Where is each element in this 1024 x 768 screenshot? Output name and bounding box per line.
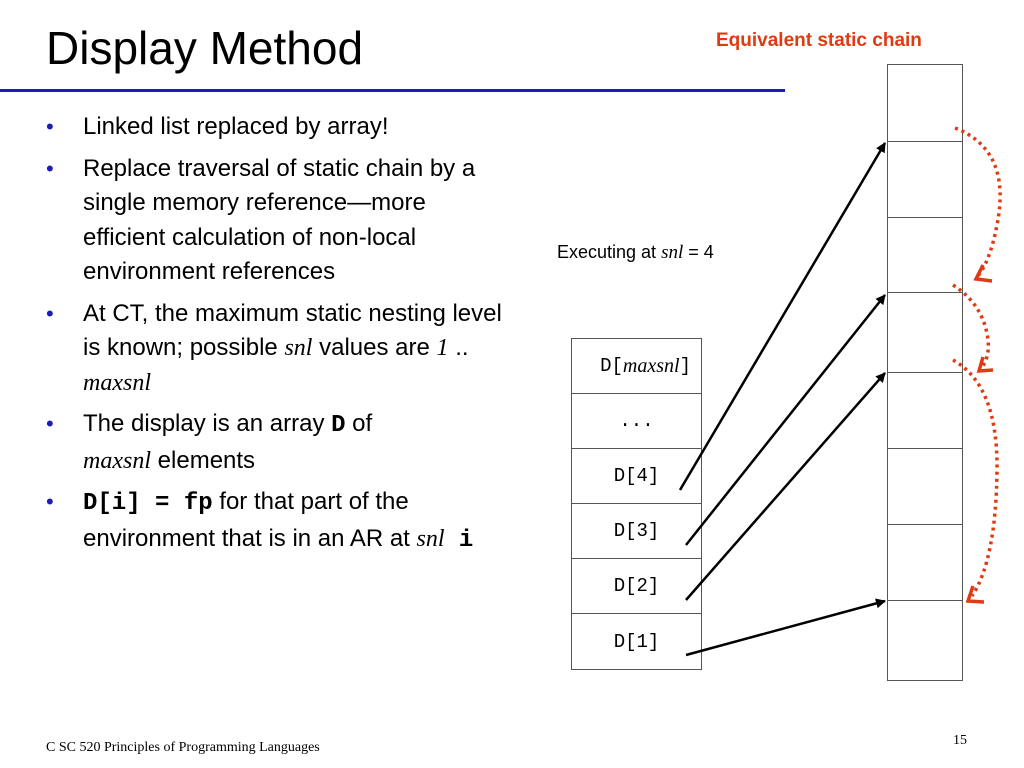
executing-note: Executing at snl = 4 <box>557 242 714 264</box>
bullet-text: elements <box>151 446 256 474</box>
bullet-item: • Linked list replaced by array! <box>46 110 506 145</box>
display-header-close: ] <box>679 355 691 377</box>
bullet-code-term: D[i] = fp <box>83 490 213 517</box>
bullet-italic-term: snl <box>416 525 445 552</box>
equivalent-static-chain-label: Equivalent static chain <box>716 30 922 51</box>
static-chain-arrowhead-icon <box>976 356 994 373</box>
stack-frame <box>888 218 962 293</box>
bullet-italic-term: maxsnl <box>83 369 151 396</box>
stack-frame <box>888 525 962 601</box>
bullet-dot-icon: • <box>46 300 54 326</box>
executing-prefix: Executing at <box>557 242 662 262</box>
title-underline <box>0 89 785 92</box>
static-chain-arrowhead-icon <box>973 264 993 283</box>
bullet-text: The display is an array <box>83 410 332 437</box>
bullet-code-term: i <box>444 526 474 554</box>
bullet-text: .. <box>448 334 469 361</box>
bullet-italic-term: maxsnl <box>83 447 151 474</box>
display-cell-d4: D[4] <box>572 449 701 504</box>
bullet-list: • Linked list replaced by array! • Repla… <box>46 110 506 565</box>
display-cell-d2: D[2] <box>572 559 701 614</box>
page-number: 15 <box>953 733 967 748</box>
stack-frame <box>888 601 962 680</box>
slide-title: Display Method <box>46 22 364 74</box>
bullet-text: Linked list replaced by array! <box>83 113 389 140</box>
bullet-item: • At CT, the maximum static nesting leve… <box>46 297 506 401</box>
pointer-d2-arrow <box>685 372 886 601</box>
runtime-stack <box>887 64 963 681</box>
executing-var: snl <box>661 242 684 263</box>
bullet-italic-term: 1 <box>436 335 449 361</box>
bullet-text: values are <box>312 334 437 361</box>
static-chain-arrowhead-icon <box>965 585 985 604</box>
bullet-text: of <box>345 410 373 437</box>
bullet-item: • Replace traversal of static chain by a… <box>46 152 506 290</box>
bullet-item: • The display is an array D of maxsnl el… <box>46 407 506 478</box>
slide-footer: C SC 520 Principles of Programming Langu… <box>46 740 320 755</box>
bullet-text: for that part of the environment that is… <box>83 488 417 552</box>
pointer-d4-arrow <box>678 142 887 491</box>
pointer-d1-arrow <box>685 598 886 657</box>
bullet-code-term: D <box>331 412 346 439</box>
bullet-dot-icon: • <box>46 155 54 181</box>
stack-frame <box>888 449 962 525</box>
bullet-item: • D[i] = fp for that part of the environ… <box>46 485 506 558</box>
bullet-dot-icon: • <box>46 489 54 514</box>
stack-frame <box>888 65 962 142</box>
stack-frame <box>888 142 962 218</box>
bullet-italic-term: snl <box>284 335 313 361</box>
executing-suffix: = 4 <box>683 242 714 262</box>
display-header-name: maxsnl <box>622 354 680 377</box>
display-cell-header: D[maxsnl] <box>572 339 701 394</box>
display-cell-ellipsis: ... <box>572 394 701 449</box>
pointer-d3-arrow <box>685 294 886 546</box>
display-cell-d3: D[3] <box>572 504 701 559</box>
bullet-text: At CT, the maximum static nesting level … <box>83 299 502 362</box>
stack-frame <box>888 293 962 373</box>
display-header-open: D[ <box>600 355 623 377</box>
bullet-dot-icon: • <box>46 114 54 139</box>
display-cell-d1: D[1] <box>613 630 660 653</box>
stack-frame <box>888 373 962 449</box>
display-array: D[maxsnl] ... D[4] D[3] D[2] D[1] <box>571 338 702 670</box>
bullet-text: Replace traversal of static chain by a s… <box>83 154 476 286</box>
bullet-dot-icon: • <box>46 411 54 436</box>
